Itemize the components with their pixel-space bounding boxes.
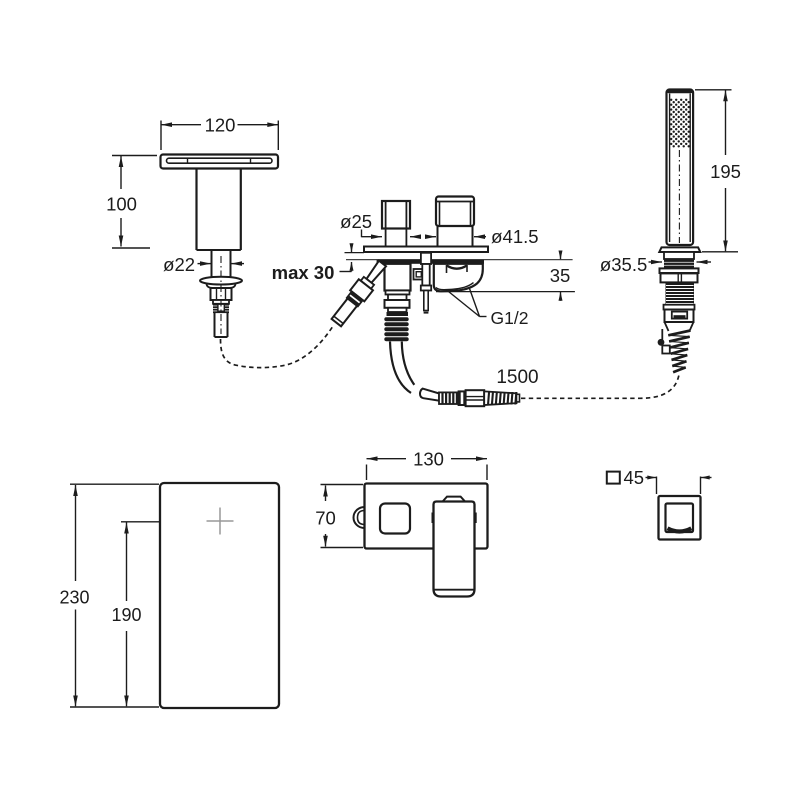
svg-text:45: 45 bbox=[624, 467, 645, 488]
svg-text:120: 120 bbox=[205, 115, 236, 136]
svg-text:230: 230 bbox=[59, 588, 89, 608]
svg-text:G1/2: G1/2 bbox=[491, 308, 529, 328]
svg-text:max 30: max 30 bbox=[272, 262, 335, 283]
svg-text:ø25: ø25 bbox=[340, 211, 372, 233]
svg-text:ø22: ø22 bbox=[163, 254, 195, 276]
svg-text:130: 130 bbox=[413, 449, 444, 470]
svg-text:70: 70 bbox=[315, 508, 336, 529]
svg-text:195: 195 bbox=[710, 161, 741, 182]
svg-text:ø41.5: ø41.5 bbox=[491, 226, 539, 248]
svg-text:100: 100 bbox=[106, 194, 137, 215]
svg-text:1500: 1500 bbox=[496, 367, 538, 388]
svg-text:35: 35 bbox=[550, 265, 571, 286]
svg-text:190: 190 bbox=[111, 605, 141, 625]
svg-text:ø35.5: ø35.5 bbox=[600, 254, 648, 276]
